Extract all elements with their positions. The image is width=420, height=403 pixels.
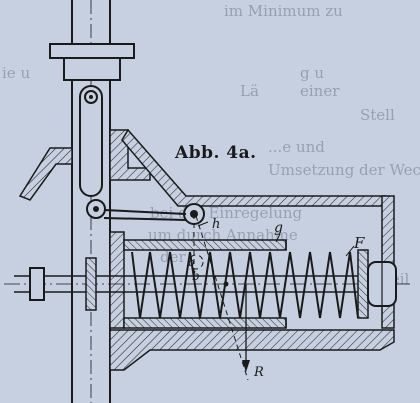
label-o: o <box>188 256 195 269</box>
label-h: h <box>212 217 220 232</box>
construction-lines <box>188 214 249 381</box>
force-arrow-R <box>223 281 250 372</box>
label-F: F <box>353 234 365 252</box>
background-text-line: Umsetzung der Wechs <box>268 161 420 179</box>
label-leaders <box>197 221 355 257</box>
end-cap <box>357 249 397 319</box>
top-collar <box>49 43 135 81</box>
figure-caption: Abb. 4a. <box>175 143 257 163</box>
background-text-line: um durch Annahme <box>148 226 298 244</box>
label-R: R <box>253 365 264 380</box>
background-text-line: ...e und <box>268 138 325 156</box>
label-g: g <box>274 220 283 236</box>
label-b: b <box>192 269 200 283</box>
background-text-line: im Minimum zu <box>224 2 343 20</box>
background-text-line: Lä <box>240 82 259 100</box>
background-text-line: Stell <box>360 106 395 124</box>
background-text-line: einer <box>300 82 340 100</box>
helical-spring-F <box>131 251 359 319</box>
background-text-line: ie u <box>2 64 31 82</box>
background-text-line: der <box>160 248 186 266</box>
background-text-line: g u <box>300 64 325 82</box>
bell-crank <box>103 203 205 225</box>
link-rod <box>79 85 106 219</box>
